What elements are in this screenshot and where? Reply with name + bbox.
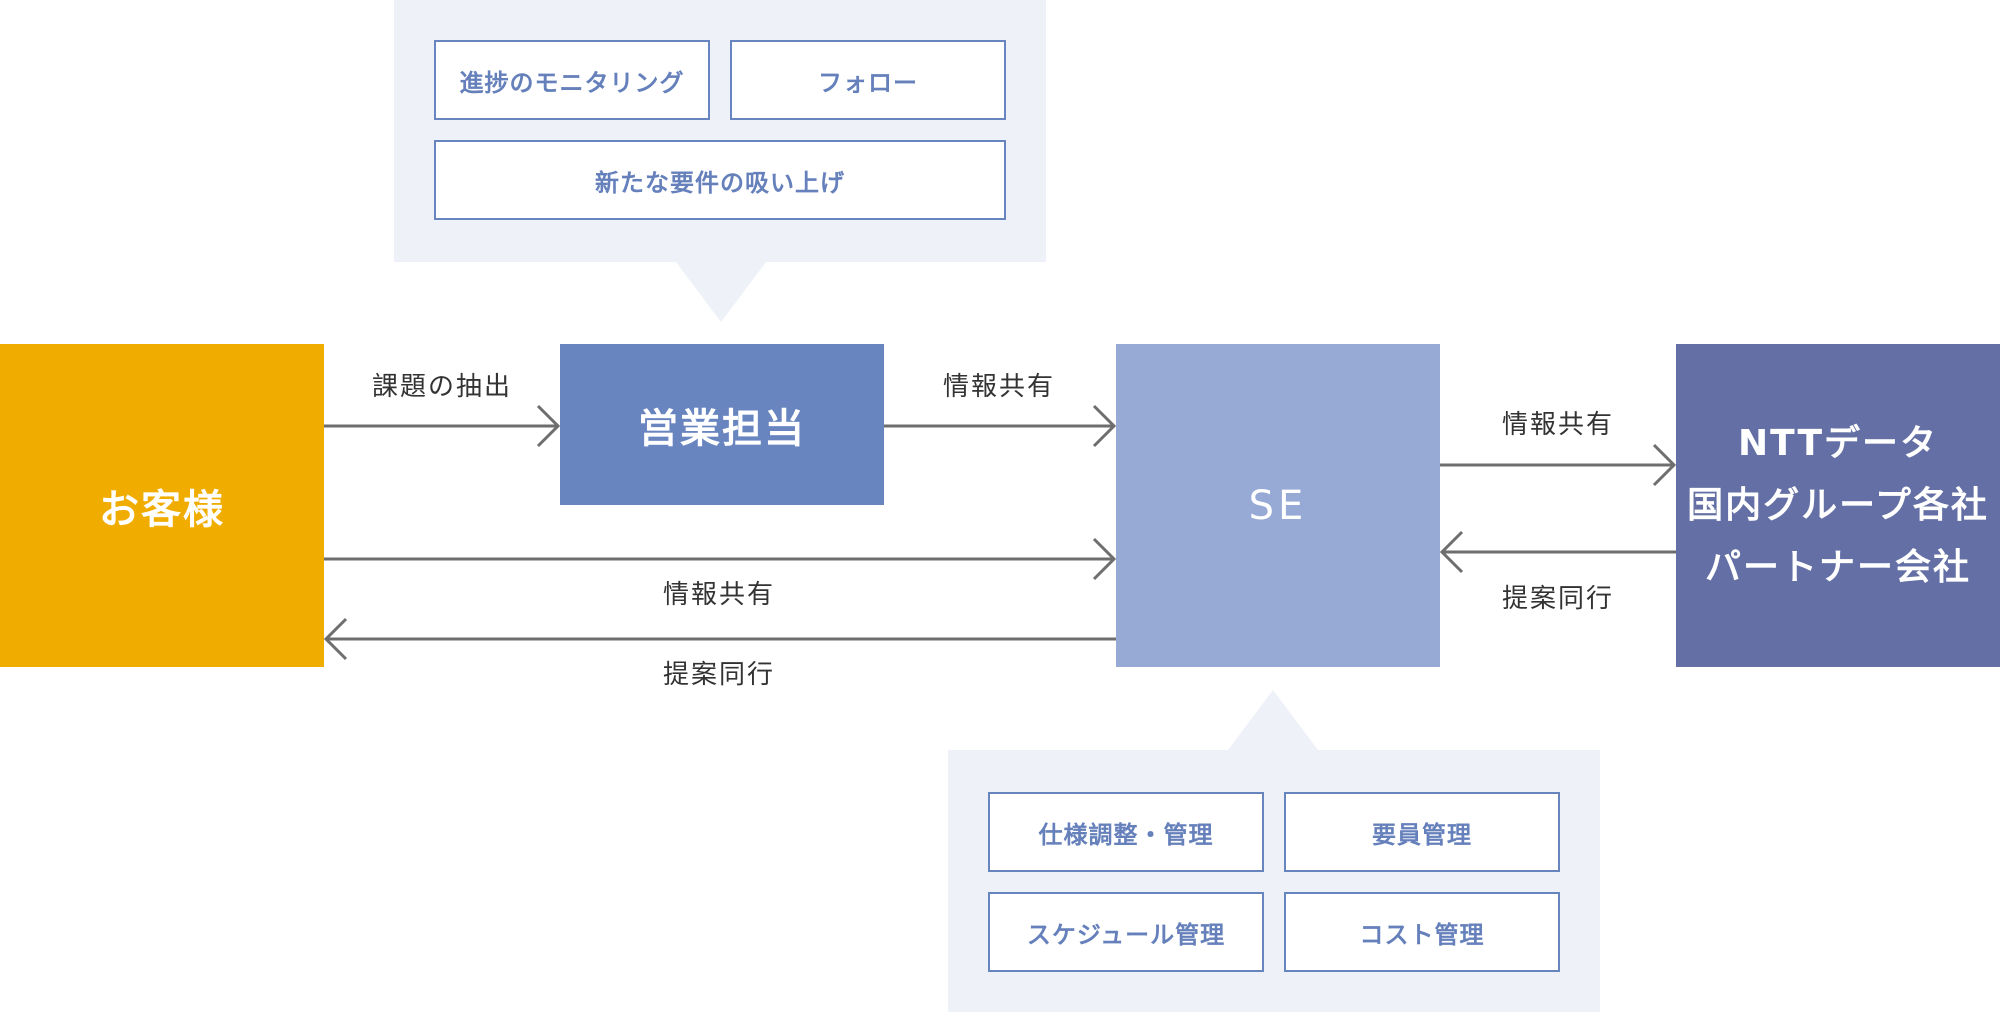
partner-node: NTTデータ 国内グループ各社 パートナー会社 [1676,344,2000,667]
customer-label: お客様 [99,486,225,533]
label-customer-to-se: 情報共有 [662,580,775,610]
label-sales-to-se: 情報共有 [942,372,1055,402]
se-node: SE [1116,344,1440,667]
partner-label-line-3: パートナー会社 [1704,546,1971,588]
arrow-sales-to-se [884,404,1117,448]
task-spec-coordination: 仕様調整・管理 [988,792,1264,872]
sales-node: 営業担当 [560,344,884,505]
arrow-se-to-partner [1440,443,1677,487]
customer-node: お客様 [0,344,324,667]
label-partner-to-se: 提案同行 [1501,584,1614,614]
sales-callout-pointer [676,262,766,322]
sales-label: 営業担当 [638,405,806,452]
partner-label-line-2: 国内グループ各社 [1687,484,1989,526]
arrow-customer-to-sales [324,404,561,448]
arrow-se-to-customer [323,617,1116,661]
se-tasks-callout: 仕様調整・管理 要員管理 スケジュール管理 コスト管理 [948,750,1600,1012]
label-customer-to-sales: 課題の抽出 [371,372,512,402]
task-follow-up: フォロー [730,40,1006,120]
task-progress-monitoring: 進捗のモニタリング [434,40,710,120]
task-cost-management: コスト管理 [1284,892,1560,972]
task-schedule-management: スケジュール管理 [988,892,1264,972]
task-staff-management: 要員管理 [1284,792,1560,872]
se-callout-pointer [1228,690,1318,750]
sales-tasks-callout: 進捗のモニタリング フォロー 新たな要件の吸い上げ [394,0,1046,262]
task-new-requirements: 新たな要件の吸い上げ [434,140,1006,220]
arrow-customer-to-se [324,537,1117,581]
label-se-to-partner: 情報共有 [1501,410,1614,440]
partner-label-line-1: NTTデータ [1737,422,1939,464]
label-se-to-customer: 提案同行 [662,660,775,690]
arrow-partner-to-se [1439,530,1676,574]
se-label: SE [1248,482,1308,529]
